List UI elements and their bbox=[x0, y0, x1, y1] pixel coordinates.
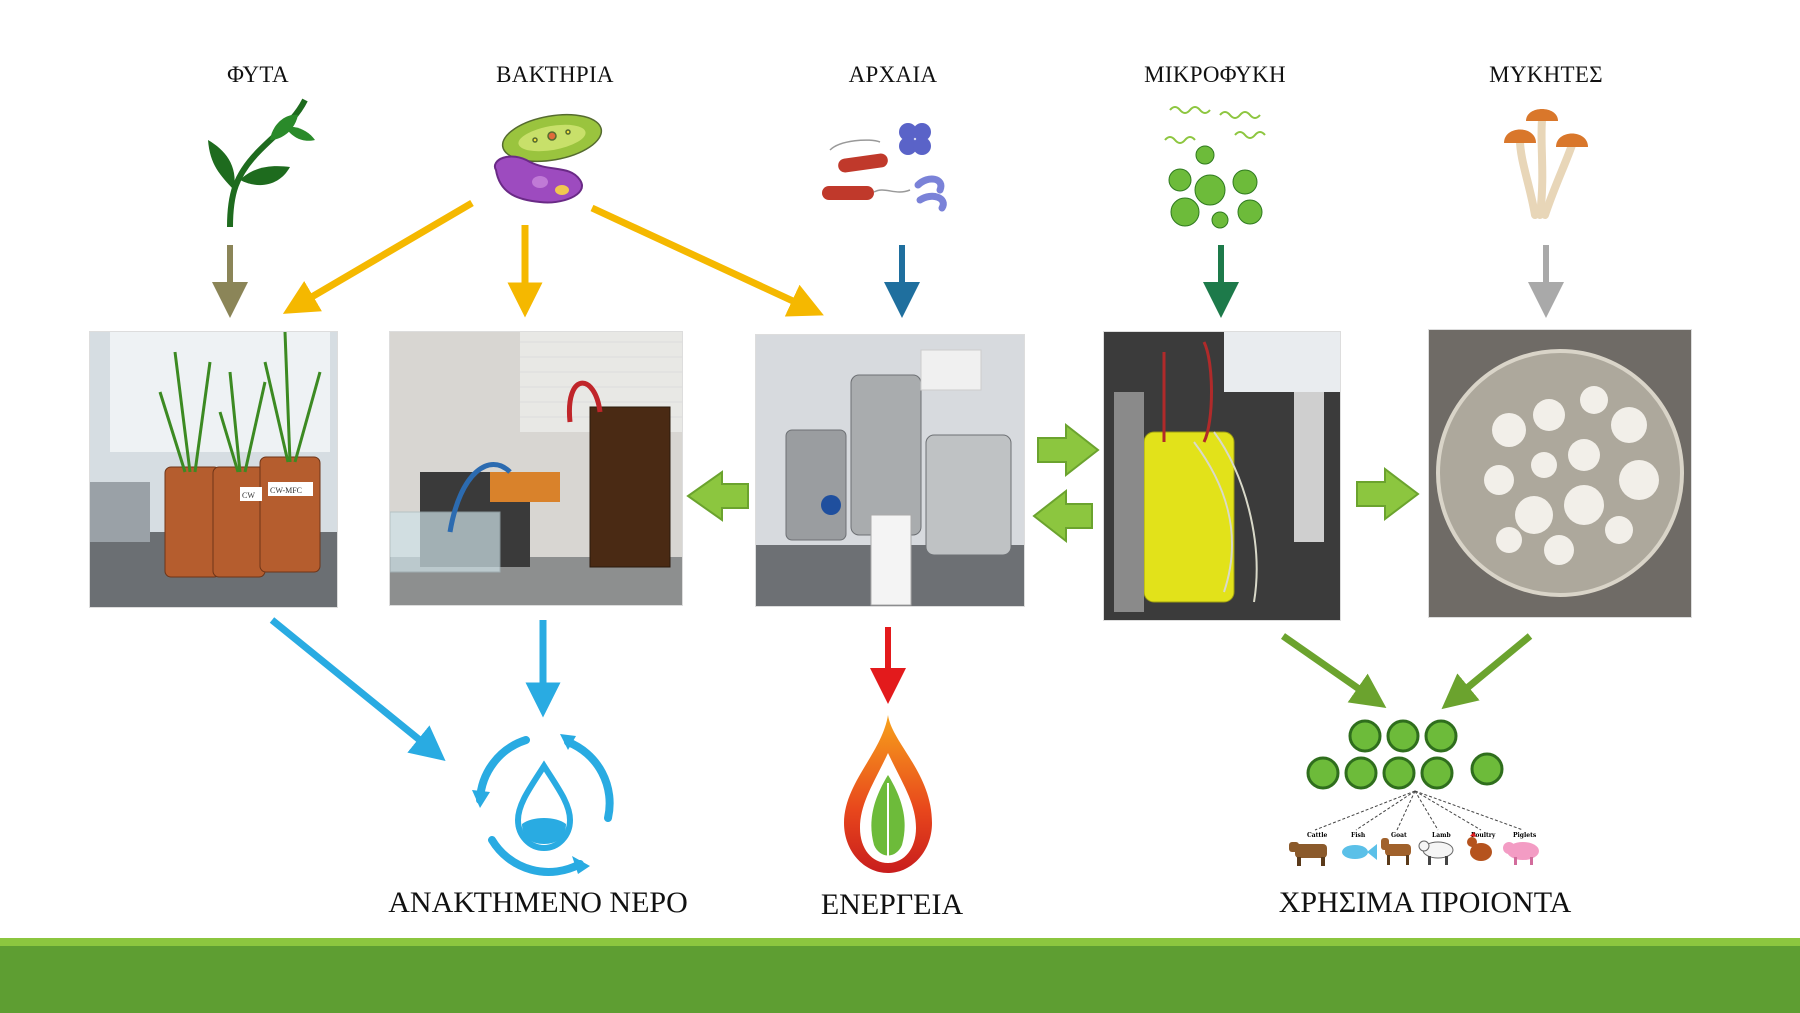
photo-bioreactor-tank bbox=[389, 331, 683, 606]
water-recycle-icon bbox=[472, 734, 614, 876]
block-arrow-digester-to-photobioreactor bbox=[1037, 422, 1100, 478]
footer-band-dark bbox=[0, 946, 1800, 1013]
arrow-petri-to-products bbox=[1441, 633, 1533, 710]
microalgae-icon bbox=[1164, 106, 1266, 229]
source-label-plants: ΦΥΤΑ bbox=[227, 62, 289, 87]
photo-wetland-mfc: CW CW-MFC bbox=[89, 331, 338, 608]
piglets-icon bbox=[1503, 842, 1539, 865]
animal-label-goat: Goat bbox=[1391, 832, 1407, 839]
mushroom-icon bbox=[1504, 109, 1588, 219]
source-label-microalgae: ΜΙΚΡΟΦΥΚΗ bbox=[1144, 62, 1286, 87]
arrow-wetland-to-water bbox=[269, 617, 446, 762]
fish-icon bbox=[1342, 844, 1377, 860]
animal-label-fish: Fish bbox=[1351, 832, 1366, 839]
photo-photobioreactor bbox=[1103, 331, 1341, 621]
photo-fungal-petri-dish bbox=[1428, 329, 1692, 618]
poultry-icon bbox=[1467, 832, 1492, 861]
output-label-energy: ΕΝΕΡΓΕΙΑ bbox=[820, 888, 964, 921]
arrow-bacteria-to-digester bbox=[590, 204, 824, 317]
footer-band-light bbox=[0, 938, 1800, 946]
photo-label-cw: CW bbox=[242, 491, 255, 500]
feed-pellets-icon: Cattle Fish Goat Lamb Poultry Piglets bbox=[1289, 719, 1539, 866]
source-label-fungi: ΜΥΚΗΤΕΣ bbox=[1489, 62, 1603, 87]
block-arrow-digester-to-tank bbox=[686, 470, 749, 522]
source-label-bacteria: ΒΑΚΤΗΡΙΑ bbox=[496, 62, 614, 87]
photo-label-cw-mfc: CW-MFC bbox=[270, 486, 302, 495]
output-label-water: ΑΝΑΚΤΗΜΕΝΟ ΝΕΡΟ bbox=[388, 886, 688, 919]
animal-label-poultry: Poultry bbox=[1471, 832, 1496, 839]
arrow-bacteria-to-wetland bbox=[282, 199, 474, 314]
animal-label-lamb: Lamb bbox=[1432, 832, 1451, 839]
arrow-photobioreactor-to-products bbox=[1280, 633, 1387, 709]
output-label-products: ΧΡΗΣΙΜΑ ΠΡΟΙΟΝΤΑ bbox=[1278, 886, 1572, 919]
plant-icon bbox=[208, 98, 315, 228]
flame-leaf-icon bbox=[844, 715, 932, 873]
animal-label-cattle: Cattle bbox=[1307, 832, 1327, 839]
photo-anaerobic-digester bbox=[755, 334, 1025, 607]
goat-icon bbox=[1381, 838, 1411, 865]
bacteria-icon bbox=[493, 113, 603, 204]
cattle-icon bbox=[1289, 842, 1327, 866]
lamb-icon bbox=[1418, 840, 1454, 865]
archaea-icon bbox=[822, 123, 947, 212]
source-label-archaea: ΑΡΧΑΙΑ bbox=[848, 62, 938, 87]
animal-label-piglets: Piglets bbox=[1513, 832, 1537, 839]
block-arrow-photobioreactor-to-petri bbox=[1356, 466, 1420, 522]
block-arrow-photobioreactor-to-digester bbox=[1032, 488, 1093, 544]
